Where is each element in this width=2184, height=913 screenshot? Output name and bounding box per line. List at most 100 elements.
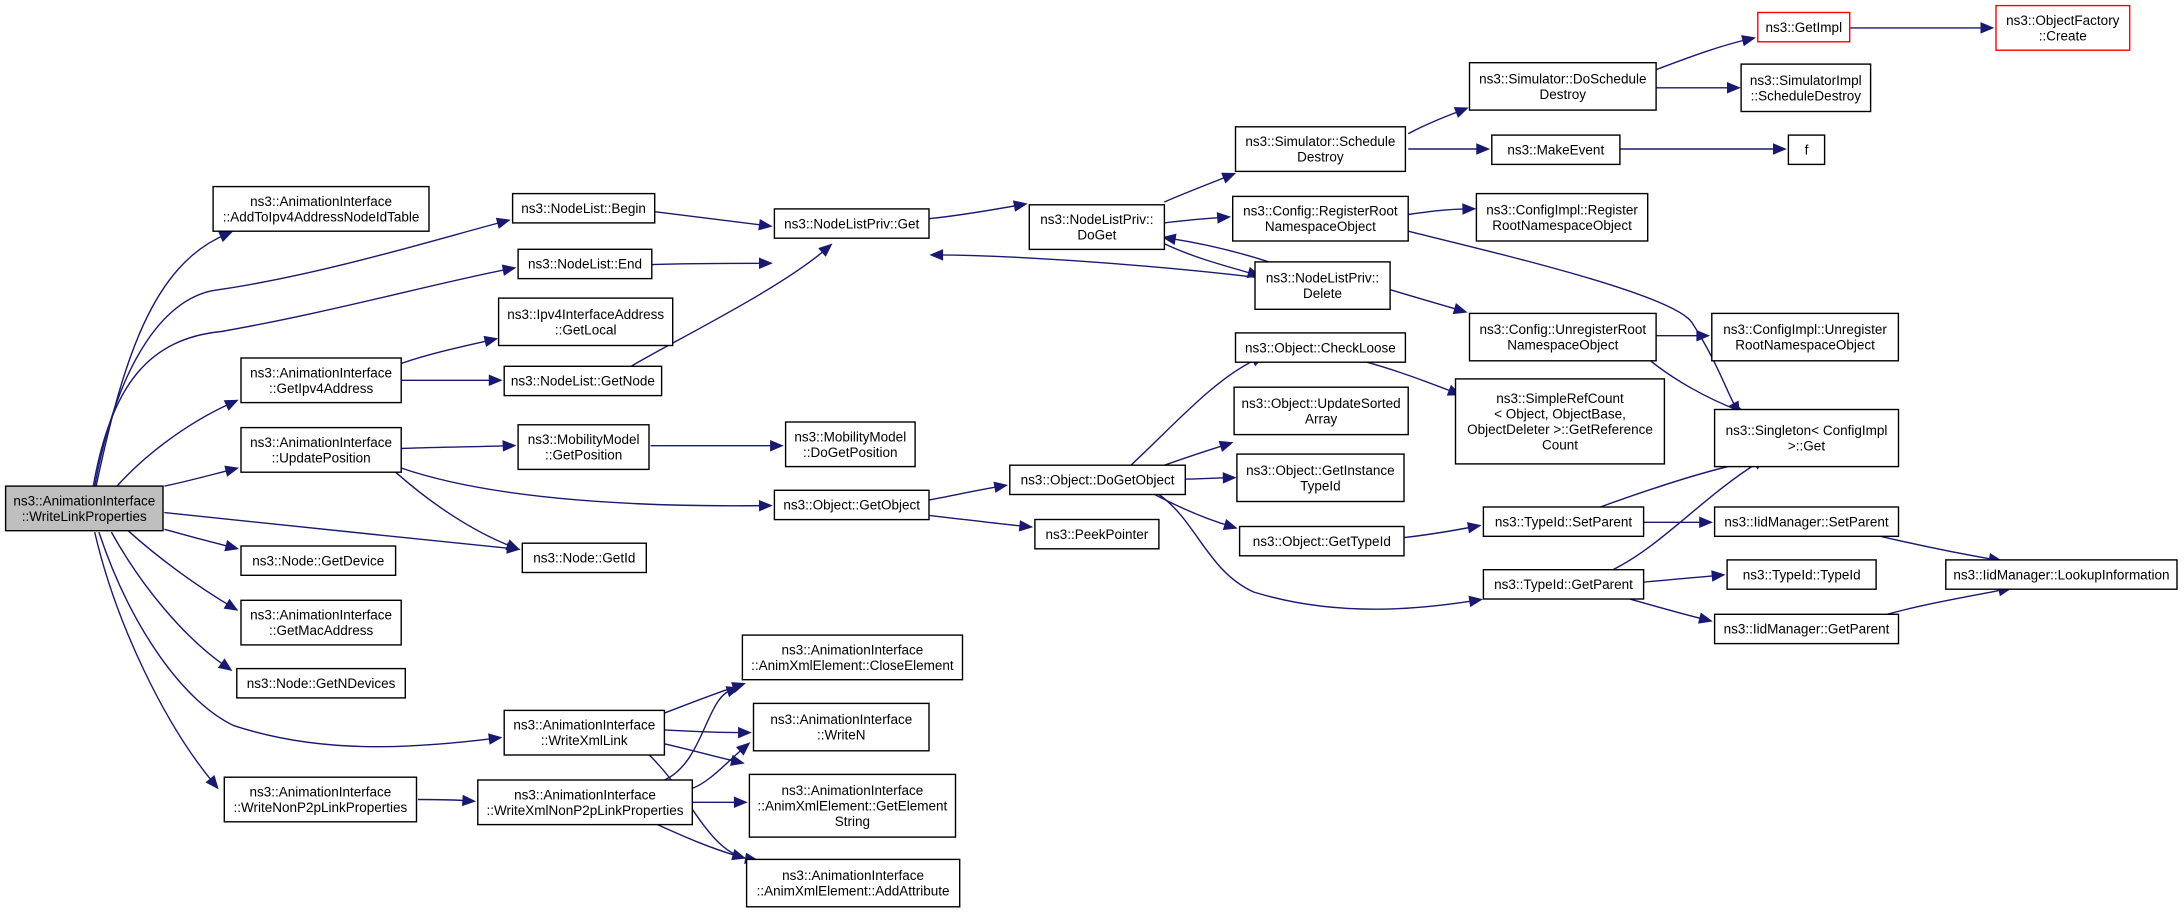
edge-objdoget-to-tidgetparent <box>1158 493 1483 610</box>
node-peekptr[interactable]: ns3::PeekPointer <box>1034 518 1160 550</box>
node-addto[interactable]: ns3::AnimationInterface::AddToIpv4Addres… <box>212 185 430 232</box>
node-nlpdelete[interactable]: ns3::NodeListPriv::Delete <box>1254 261 1391 310</box>
node-label: ns3::Node::GetDevice <box>252 553 384 568</box>
node-singleton[interactable]: ns3::Singleton< ConfigImpl>::Get <box>1713 408 1900 468</box>
node-label: ns3::AnimationInterface <box>781 783 923 798</box>
arrowhead <box>1216 212 1231 224</box>
node-label: ns3::Object::CheckLoose <box>1245 340 1396 355</box>
arrowhead <box>818 243 833 257</box>
node-ipv4local[interactable]: ns3::Ipv4InterfaceAddress::GetLocal <box>497 297 674 347</box>
node-box <box>1468 312 1657 362</box>
node-box <box>503 709 666 756</box>
node-label: Count <box>1542 437 1578 452</box>
node-box <box>784 421 916 468</box>
arrowhead <box>1221 172 1237 184</box>
node-simimplsched[interactable]: ns3::SimulatorImpl::ScheduleDestroy <box>1740 63 1872 113</box>
edge-objgetobj-to-peekptr <box>928 514 1034 532</box>
edge-iidgetparent-to-iidlookup <box>1887 584 2013 615</box>
node-tidsetparent[interactable]: ns3::TypeId::SetParent <box>1482 506 1645 537</box>
node-addattr[interactable]: ns3::AnimationInterface::AnimXmlElement:… <box>745 858 961 908</box>
node-wnonp2p[interactable]: ns3::AnimationInterface::WriteNonP2pLink… <box>223 776 418 823</box>
node-getelstr[interactable]: ns3::AnimationInterface::AnimXmlElement:… <box>748 773 957 838</box>
node-box <box>1995 4 2131 51</box>
node-getdev[interactable]: ns3::Node::GetDevice <box>240 545 397 576</box>
node-tidgetparent[interactable]: ns3::TypeId::GetParent <box>1482 569 1645 600</box>
node-cimplreg[interactable]: ns3::ConfigImpl::RegisterRootNamespaceOb… <box>1475 192 1649 242</box>
arrowhead <box>770 439 784 452</box>
node-iidlookup[interactable]: ns3::IidManager::LookupInformation <box>1945 559 2178 590</box>
node-objdoget[interactable]: ns3::Object::DoGetObject <box>1009 464 1186 496</box>
arrowhead <box>759 257 773 270</box>
arrowhead <box>725 686 741 698</box>
arrowhead <box>1727 82 1741 94</box>
node-label: ns3::Singleton< ConfigImpl <box>1726 423 1888 438</box>
arrowhead <box>217 658 233 672</box>
arrowhead <box>1698 612 1713 624</box>
arrowhead <box>495 217 511 229</box>
edge-line <box>1130 357 1260 466</box>
node-label: ns3::TypeId::SetParent <box>1495 514 1633 529</box>
node-label: ns3::NodeList::GetNode <box>511 374 655 389</box>
node-box <box>1454 378 1666 465</box>
node-closeel[interactable]: ns3::AnimationInterface::AnimXmlElement:… <box>741 634 964 681</box>
node-nlpget[interactable]: ns3::NodeListPriv::Get <box>773 208 930 239</box>
node-nlgetnode[interactable]: ns3::NodeList::GetNode <box>503 365 663 397</box>
edge-line <box>1612 460 1761 571</box>
node-simplerefcount[interactable]: ns3::SimpleRefCount< Object, ObjectBase,… <box>1454 378 1666 465</box>
node-label: ns3::IidManager::SetParent <box>1724 514 1889 529</box>
node-label: ns3::TypeId::GetParent <box>1494 577 1633 592</box>
edge-root-to-getndev <box>110 531 233 672</box>
node-objfactory[interactable]: ns3::ObjectFactory::Create <box>1995 4 2131 51</box>
node-mmdogetpos[interactable]: ns3::MobilityModel::DoGetPosition <box>784 421 916 468</box>
edge-line <box>98 531 496 748</box>
edge-line <box>1403 525 1476 539</box>
node-cfgunreg[interactable]: ns3::Config::UnregisterRootNamespaceObje… <box>1468 312 1657 362</box>
node-wxmlnonp2p[interactable]: ns3::AnimationInterface::WriteXmlNonP2pL… <box>477 779 693 826</box>
node-makeevent[interactable]: ns3::MakeEvent <box>1491 134 1621 166</box>
node-box <box>1468 62 1657 111</box>
node-getipv4[interactable]: ns3::AnimationInterface::GetIpv4Address <box>240 357 402 404</box>
edge-line <box>1158 493 1477 610</box>
edge-root-to-getipv4 <box>116 399 239 487</box>
edge-line <box>928 485 1002 501</box>
node-root[interactable]: ns3::AnimationInterface::WriteLinkProper… <box>4 485 164 532</box>
node-nlbegin[interactable]: ns3::NodeList::Begin <box>511 192 656 224</box>
node-mmgetpos[interactable]: ns3::MobilityModel::GetPosition <box>517 424 650 471</box>
edge-nlpdelete-to-cfgunreg <box>1389 289 1468 315</box>
node-nlpdoget[interactable]: ns3::NodeListPriv::DoGet <box>1028 204 1166 251</box>
node-getndev[interactable]: ns3::Node::GetNDevices <box>236 667 407 699</box>
node-wxmllink[interactable]: ns3::AnimationInterface::WriteXmlLink <box>503 709 666 756</box>
node-objgetobj[interactable]: ns3::Object::GetObject <box>773 489 930 521</box>
edge-wxmlnonp2p-to-closeel <box>664 686 741 781</box>
node-nlend[interactable]: ns3::NodeList::End <box>517 248 653 280</box>
node-label: ns3::ConfigImpl::Unregister <box>1723 322 1887 337</box>
node-iidsetparent[interactable]: ns3::IidManager::SetParent <box>1713 506 1900 537</box>
edge-line <box>164 468 233 487</box>
node-label: ns3::Object::GetInstance <box>1246 463 1395 478</box>
edge-tidgetparent-to-iidgetparent <box>1629 598 1713 624</box>
call-graph-nodes: ns3::AnimationInterface::WriteLinkProper… <box>4 4 2178 908</box>
edge-root-to-nlend <box>92 264 517 487</box>
node-nodegetid[interactable]: ns3::Node::GetId <box>521 542 647 574</box>
node-iidgetparent[interactable]: ns3::IidManager::GetParent <box>1713 613 1900 645</box>
node-box <box>503 365 663 397</box>
node-objchkloose[interactable]: ns3::Object::CheckLoose <box>1234 332 1407 363</box>
node-getmac[interactable]: ns3::AnimationInterface::GetMacAddress <box>240 599 402 646</box>
node-tidtypeid[interactable]: ns3::TypeId::TypeId <box>1726 559 1877 590</box>
node-writen[interactable]: ns3::AnimationInterface::WriteN <box>752 702 930 752</box>
node-ff[interactable]: f <box>1787 134 1826 166</box>
edge-nlgetnode-to-nlpget <box>630 243 833 367</box>
arrowhead <box>1218 440 1234 452</box>
edge-objdoget-to-objgetinst <box>1185 472 1237 484</box>
node-getimpl[interactable]: ns3::GetImpl <box>1757 11 1851 43</box>
node-cimplunreg[interactable]: ns3::ConfigImpl::UnregisterRootNamespace… <box>1711 312 1900 362</box>
node-simsched[interactable]: ns3::Simulator::ScheduleDestroy <box>1234 126 1407 173</box>
node-updpos[interactable]: ns3::AnimationInterface::UpdatePosition <box>240 426 402 473</box>
node-objgettid[interactable]: ns3::Object::GetTypeId <box>1238 525 1405 557</box>
edge-simsched-to-simdosched <box>1407 107 1469 135</box>
edge-line <box>1164 174 1231 203</box>
